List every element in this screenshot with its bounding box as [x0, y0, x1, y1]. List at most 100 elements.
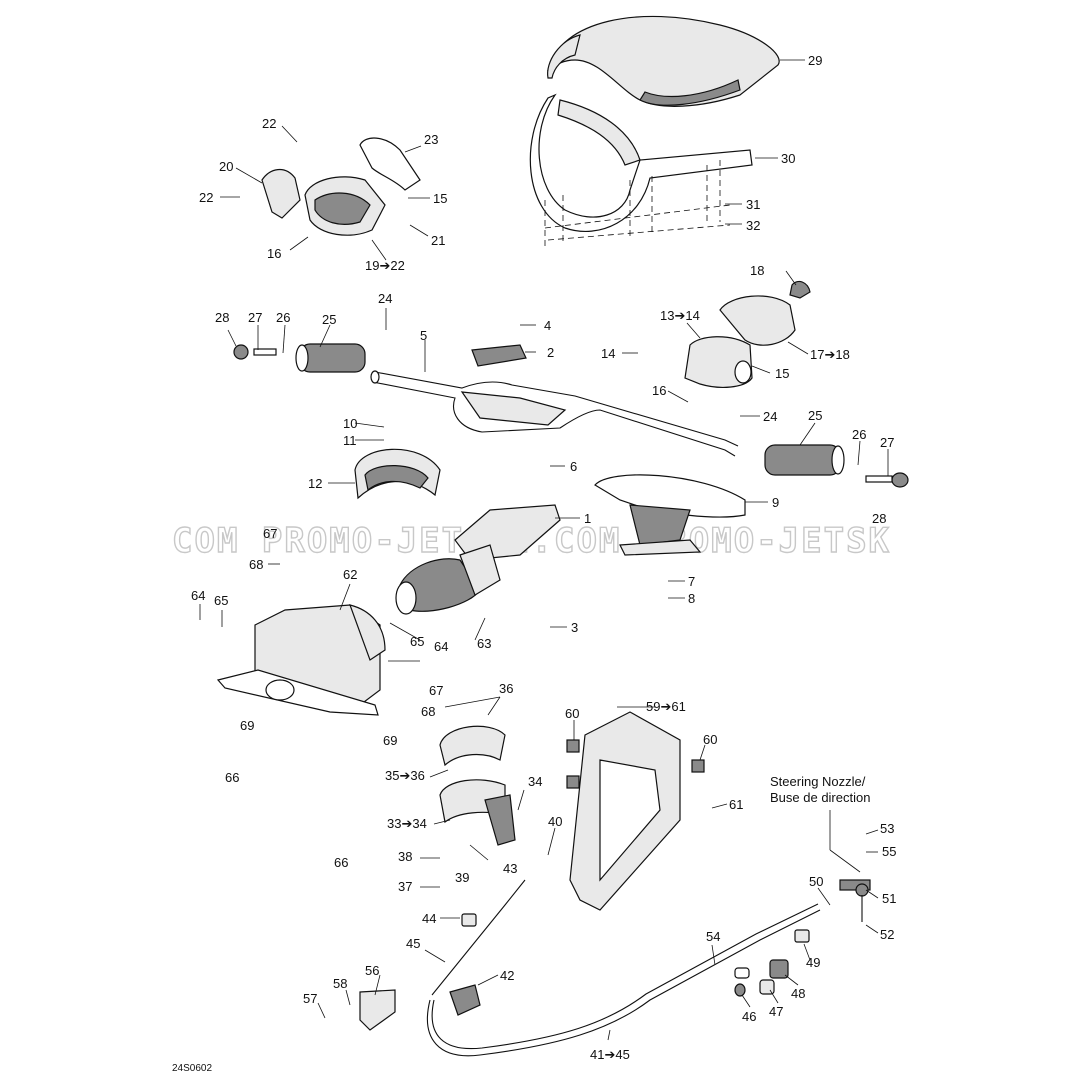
- handlebar-part: [370, 370, 739, 457]
- nozzle-caption-line2: Buse de direction: [770, 790, 870, 805]
- callout-38: 38: [398, 849, 412, 864]
- callout-11: 11: [343, 433, 357, 448]
- callout-54: 54: [706, 929, 720, 944]
- callout-68: 68: [249, 557, 263, 572]
- cable-support-part: [439, 725, 516, 846]
- callout-27: 27: [248, 310, 262, 325]
- callout-26: 26: [852, 427, 866, 442]
- callout-12: 12: [308, 476, 322, 491]
- callout-4: 4: [544, 318, 551, 333]
- cover-screws: [544, 160, 731, 250]
- callout-24: 24: [378, 291, 392, 306]
- callout-58: 58: [333, 976, 347, 991]
- nozzle-linkage-part: [855, 883, 869, 922]
- callout-15: 15: [433, 191, 447, 206]
- callout-56: 56: [365, 963, 379, 978]
- callout-51: 51: [882, 891, 896, 906]
- column-padding-part: [594, 474, 746, 556]
- callout-8: 8: [688, 591, 695, 606]
- callout-16: 16: [652, 383, 666, 398]
- callout-43: 43: [503, 861, 517, 876]
- drawing-code: 24S0602: [172, 1063, 212, 1074]
- callout-64: 64: [191, 588, 205, 603]
- callout-53: 53: [880, 821, 894, 836]
- callout-68: 68: [421, 704, 435, 719]
- steering-column-part: [395, 504, 561, 615]
- callout-64: 64: [434, 639, 448, 654]
- callout-21: 21: [431, 233, 445, 248]
- callout-35-36: 35➔36: [385, 768, 425, 783]
- callout-20: 20: [219, 159, 233, 174]
- column-cover-part: [354, 448, 441, 500]
- callout-60: 60: [565, 706, 579, 721]
- callout-40: 40: [548, 814, 562, 829]
- callout-32: 32: [746, 218, 760, 233]
- callout-7: 7: [688, 574, 695, 589]
- callout-47: 47: [769, 1004, 783, 1019]
- callout-50: 50: [809, 874, 823, 889]
- right-grip-part: [764, 444, 909, 488]
- steering-cable-part: [426, 879, 871, 1057]
- callout-labels: 29 30 31 32 22 23 20 22 15 21 16 19➔22 1…: [172, 53, 896, 1074]
- callout-17-18: 17➔18: [810, 347, 850, 362]
- callout-46: 46: [742, 1009, 756, 1024]
- callout-2: 2: [547, 345, 554, 360]
- callout-59-61: 59➔61: [646, 699, 686, 714]
- callout-18: 18: [750, 263, 764, 278]
- callout-66: 66: [334, 855, 348, 870]
- left-grip-part: [233, 343, 366, 373]
- left-switch-housing-part: [261, 137, 421, 236]
- callout-31: 31: [746, 197, 760, 212]
- callout-49: 49: [806, 955, 820, 970]
- callout-9: 9: [772, 495, 779, 510]
- callout-26: 26: [276, 310, 290, 325]
- callout-48: 48: [791, 986, 805, 1001]
- callout-3: 3: [571, 620, 578, 635]
- callout-25: 25: [322, 312, 336, 327]
- handlebar-cover-part: [547, 15, 780, 107]
- callout-34: 34: [528, 774, 542, 789]
- callout-60: 60: [703, 732, 717, 747]
- callout-45: 45: [406, 936, 420, 951]
- callout-30: 30: [781, 151, 795, 166]
- leader-lines: [199, 59, 889, 1041]
- callout-69: 69: [240, 718, 254, 733]
- callout-44: 44: [422, 911, 436, 926]
- callout-24: 24: [763, 409, 777, 424]
- callout-16: 16: [267, 246, 281, 261]
- callout-41-45: 41➔45: [590, 1047, 630, 1062]
- callout-42: 42: [500, 968, 514, 983]
- cover-support-part: [529, 93, 753, 232]
- handlebar-clamp-part: [471, 344, 527, 367]
- callout-29: 29: [808, 53, 822, 68]
- callout-5: 5: [420, 328, 427, 343]
- callout-28: 28: [215, 310, 229, 325]
- callout-65: 65: [214, 593, 228, 608]
- callout-27: 27: [880, 435, 894, 450]
- callout-10: 10: [343, 416, 357, 431]
- callout-25: 25: [808, 408, 822, 423]
- callout-67: 67: [429, 683, 443, 698]
- pump-support-part: [566, 711, 705, 911]
- callout-39: 39: [455, 870, 469, 885]
- callout-13-14: 13➔14: [660, 308, 700, 323]
- callout-57: 57: [303, 991, 317, 1006]
- callout-55: 55: [882, 844, 896, 859]
- callout-66: 66: [225, 770, 239, 785]
- callout-19-22: 19➔22: [365, 258, 405, 273]
- callout-37: 37: [398, 879, 412, 894]
- nozzle-caption-line1: Steering Nozzle/: [770, 774, 866, 789]
- callout-23: 23: [424, 132, 438, 147]
- cable-fittings: [359, 913, 810, 1031]
- callout-67: 67: [263, 526, 277, 541]
- callout-61: 61: [729, 797, 743, 812]
- callout-15: 15: [775, 366, 789, 381]
- callout-6: 6: [570, 459, 577, 474]
- callout-22: 22: [199, 190, 213, 205]
- callout-14: 14: [601, 346, 615, 361]
- callout-36: 36: [499, 681, 513, 696]
- callout-28: 28: [872, 511, 886, 526]
- callout-69: 69: [383, 733, 397, 748]
- callout-62: 62: [343, 567, 357, 582]
